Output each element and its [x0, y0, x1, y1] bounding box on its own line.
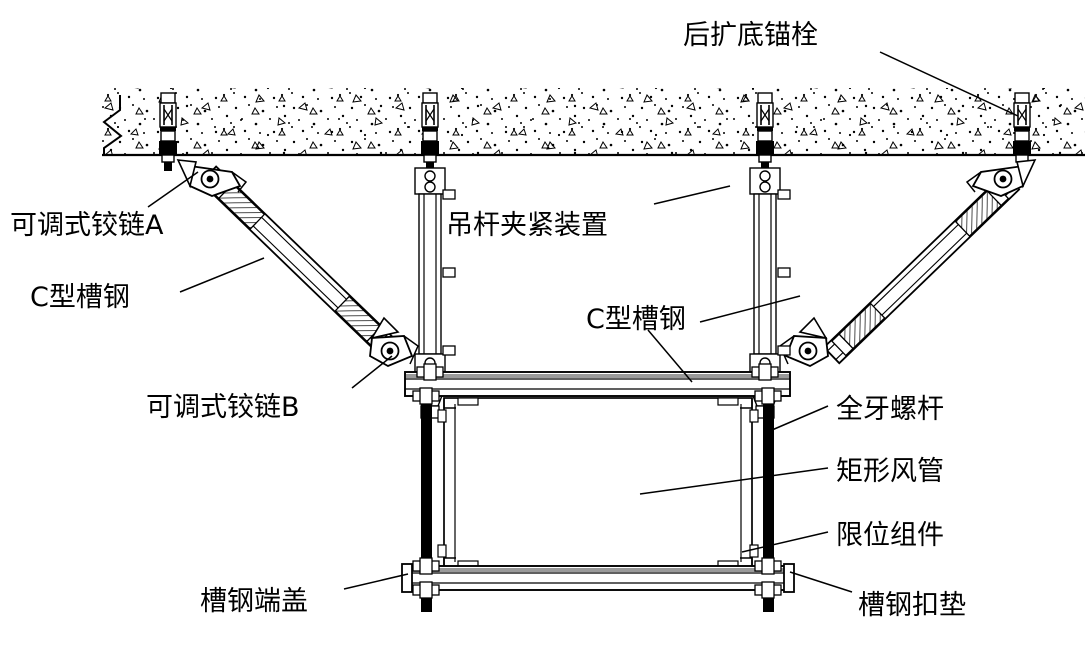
adjustable-hinge-b-right: [779, 316, 829, 367]
channel-end-cap-left: [401, 563, 413, 593]
label-threaded-rod: 全牙螺杆: [836, 394, 944, 425]
channel-end-cap-right: [783, 563, 795, 593]
label-rod-clamp-device: 吊杆夹紧装置: [446, 210, 608, 241]
limit-assembly-group: [437, 397, 759, 569]
threaded-rod-group: [421, 404, 774, 612]
adjustable-hinge-a-right: [965, 159, 1037, 197]
label-c-channel-right: C型槽钢: [586, 304, 686, 335]
label-c-channel-left: C型槽钢: [30, 282, 130, 313]
rod-clamp-assembly-right: [749, 167, 791, 419]
adjustable-hinge-b-left: [369, 316, 419, 367]
concrete-slab: [102, 88, 1085, 157]
label-channel-end-cap: 槽钢端盖: [200, 586, 308, 617]
label-anchor-bolt: 后扩底锚栓: [683, 20, 818, 51]
leader-lines: [147, 51, 1019, 593]
adjustable-hinge-a-left: [176, 159, 248, 197]
label-limit-assembly: 限位组件: [836, 520, 944, 551]
rod-clamp-assembly-left: [414, 167, 456, 419]
rectangular-duct: [443, 397, 753, 569]
c-channel-lower: [401, 557, 795, 599]
brace-right: [779, 159, 1037, 367]
c-channel-upper: [404, 363, 791, 405]
label-rectangular-duct: 矩形风管: [836, 456, 944, 487]
label-channel-buckle-pad: 槽钢扣垫: [858, 590, 966, 621]
label-adjustable-hinge-a: 可调式铰链A: [10, 210, 164, 241]
brace-left: [176, 159, 419, 367]
label-adjustable-hinge-b: 可调式铰链B: [146, 392, 300, 423]
